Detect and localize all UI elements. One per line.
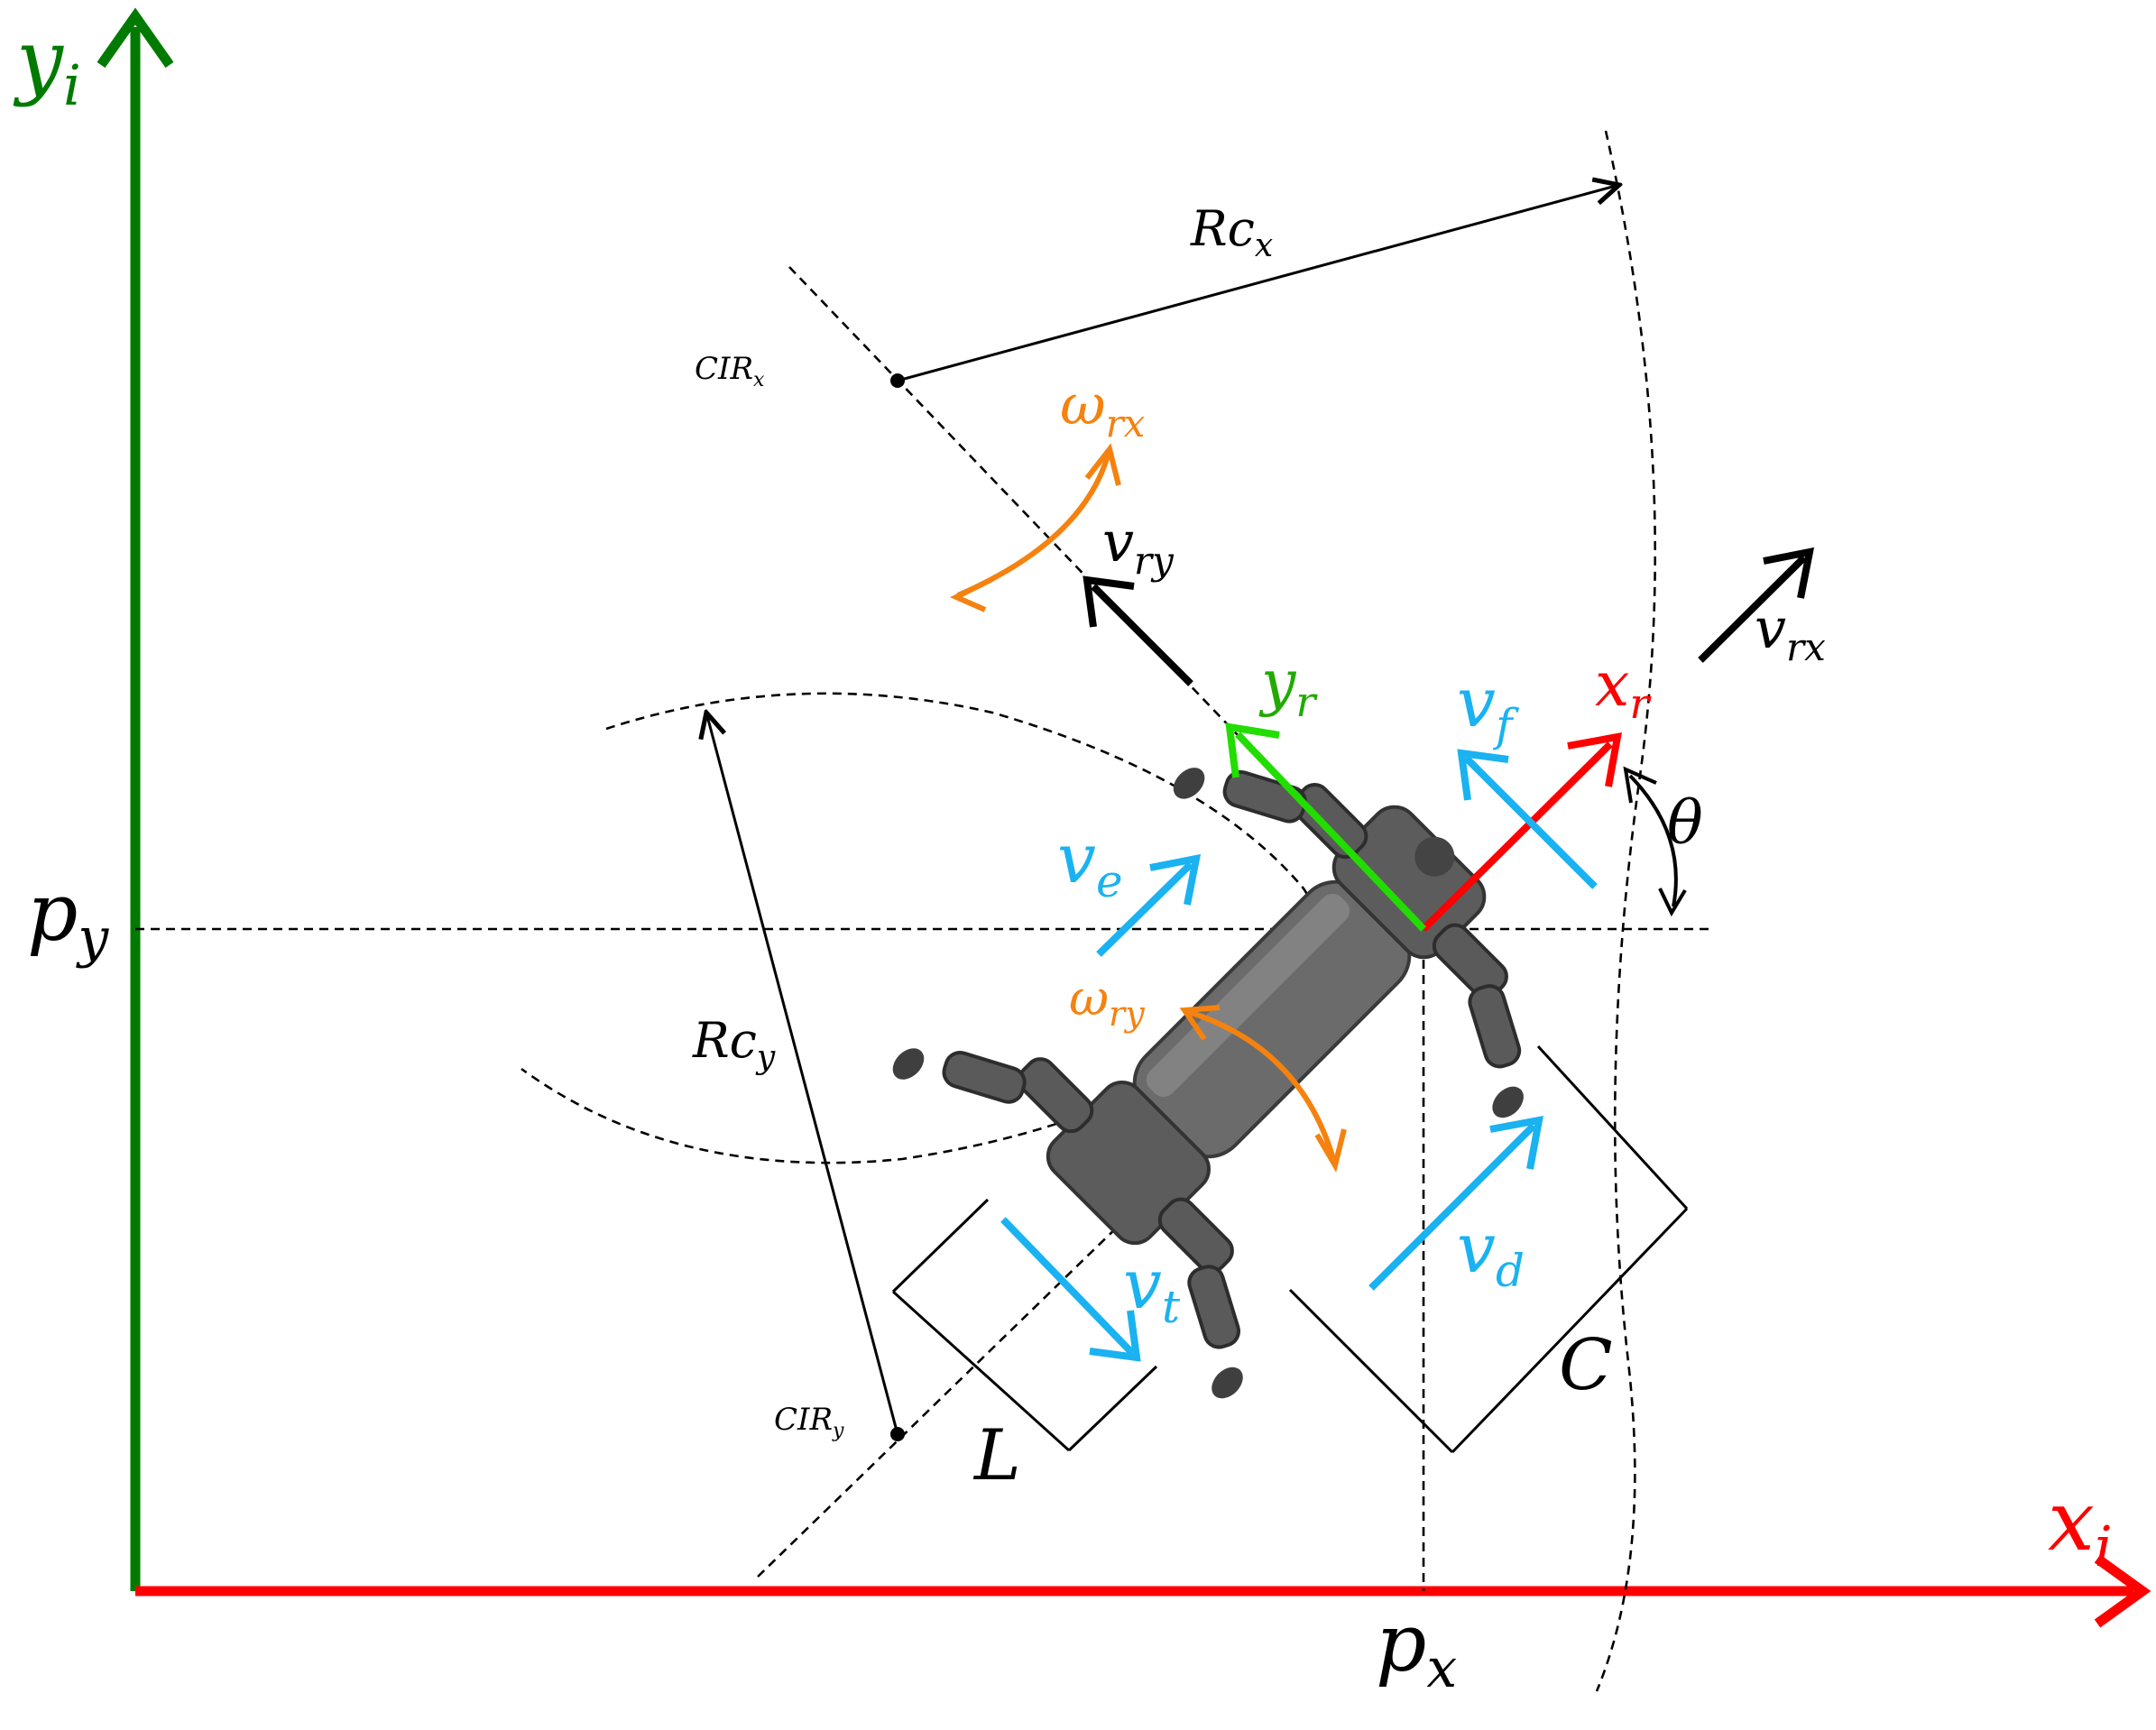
label-L: L xyxy=(972,1415,1021,1496)
label-ciry: CIRy xyxy=(774,1402,844,1442)
label-xr: xr xyxy=(1595,649,1652,728)
label-py: py xyxy=(27,866,109,970)
label-v-t: vt xyxy=(1123,1244,1181,1333)
omega-ry-arrow xyxy=(1179,1005,1347,1173)
inertial-y-axis xyxy=(97,7,174,1591)
v-e-arrow xyxy=(1096,853,1202,957)
label-omega-rx: ωrx xyxy=(1060,372,1146,446)
label-omega-ry: ωry xyxy=(1069,970,1145,1034)
label-px: px xyxy=(1376,1597,1457,1700)
robot-y-axis-arrow xyxy=(1225,722,1426,932)
radius-arc-x xyxy=(1595,130,1657,1692)
label-xi: xi xyxy=(2048,1473,2113,1579)
v-ry-arrow xyxy=(1083,575,1193,686)
label-rcy: Rcy xyxy=(692,1012,776,1076)
label-cirx: CIRx xyxy=(695,351,765,391)
label-theta: θ xyxy=(1667,788,1703,858)
label-v-e: ve xyxy=(1057,818,1123,907)
rcy-radius-arrow xyxy=(706,713,899,1435)
v-d-arrow xyxy=(1368,1116,1543,1291)
label-v-d: vd xyxy=(1457,1208,1525,1297)
label-v-ry: vry xyxy=(1102,509,1175,583)
label-yr: yr xyxy=(1258,648,1318,726)
width-dimension-marker xyxy=(1288,1044,1689,1454)
v-rx-arrow xyxy=(1698,547,1815,663)
radius-arc-y xyxy=(521,692,1318,1164)
rcx-radius-arrow xyxy=(897,185,1619,382)
inertial-x-axis xyxy=(135,1554,2151,1628)
v-f-arrow xyxy=(1457,749,1598,889)
label-yi: yi xyxy=(13,12,81,118)
cirx-point xyxy=(890,373,905,388)
v-t-arrow xyxy=(1000,1217,1141,1362)
length-dimension-marker xyxy=(891,1198,1158,1452)
label-C: C xyxy=(1559,1325,1613,1406)
omega-rx-arrow xyxy=(949,443,1121,612)
theta-arc-arrow xyxy=(1623,766,1687,917)
ciry-point xyxy=(890,1427,905,1441)
quadruped-robot-icon xyxy=(892,768,1524,1399)
label-v-f: vf xyxy=(1457,662,1519,751)
label-v-rx: vrx xyxy=(1755,595,1826,669)
robot-x-axis-arrow xyxy=(1421,732,1622,932)
label-rcx: Rcx xyxy=(1190,200,1273,264)
